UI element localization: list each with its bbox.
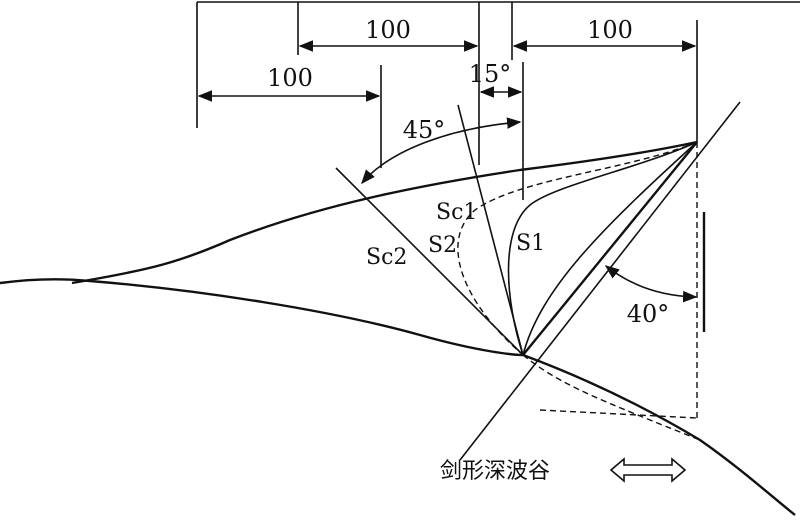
wave-upper-profile bbox=[71, 140, 698, 285]
dim-label-middle-left: 100 bbox=[267, 64, 313, 92]
lower-dashed-profile bbox=[522, 354, 701, 441]
wave-lower-profile bbox=[0, 278, 796, 516]
caption-text: 剑形深波谷 bbox=[440, 459, 550, 484]
curve-sc1 bbox=[522, 141, 698, 356]
double-arrow-icon bbox=[609, 457, 687, 483]
curve-s1 bbox=[507, 141, 698, 356]
arc-40-degree bbox=[604, 265, 698, 303]
line-40-degree bbox=[459, 101, 741, 461]
front-line-bold bbox=[522, 141, 698, 356]
dim-label-15-degrees: 15° bbox=[469, 60, 512, 88]
arc-45-degree bbox=[361, 117, 522, 185]
horizontal-dashed-line bbox=[539, 409, 698, 419]
angle-label-45: 45° bbox=[403, 116, 446, 144]
curve-s2 bbox=[457, 141, 698, 356]
dim-label-top-left: 100 bbox=[365, 16, 411, 44]
angle-label-40: 40° bbox=[627, 300, 670, 328]
label-sc2: Sc2 bbox=[366, 245, 407, 270]
label-s2: S2 bbox=[428, 233, 457, 258]
label-sc1: Sc1 bbox=[436, 200, 477, 225]
label-s1: S1 bbox=[516, 231, 545, 256]
dim-label-top-right: 100 bbox=[587, 16, 633, 44]
